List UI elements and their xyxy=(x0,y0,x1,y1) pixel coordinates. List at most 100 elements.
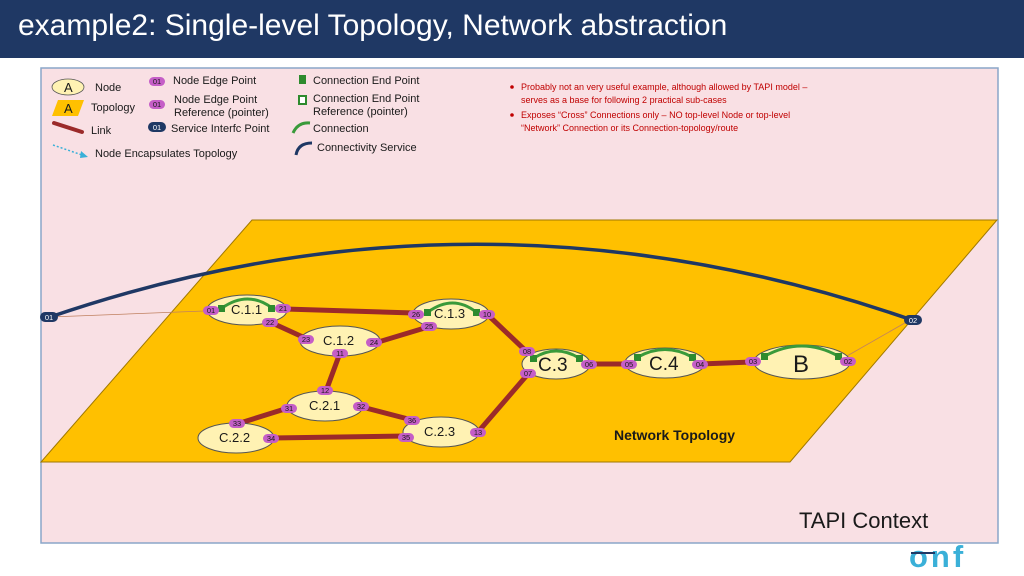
link-c11-c13 xyxy=(282,306,417,316)
svg-text:08: 08 xyxy=(523,347,531,356)
nep-badge[interactable]: 36 xyxy=(404,416,420,425)
link-c12-c21 xyxy=(323,350,343,394)
legend-node-badge: A xyxy=(64,80,73,95)
legend-nepref-label-2: Reference (pointer) xyxy=(174,107,269,119)
onf-logo: onf xyxy=(909,539,966,574)
cep xyxy=(835,353,842,360)
node-label-c22: C.2.2 xyxy=(219,430,250,445)
svg-text:01: 01 xyxy=(45,313,53,322)
link-c22-c23 xyxy=(269,433,409,441)
cep xyxy=(424,309,431,316)
node-label-c3: C.3 xyxy=(538,355,568,376)
nep-badge[interactable]: 31 xyxy=(281,404,297,413)
connection-c4 xyxy=(637,348,693,359)
nep-badge[interactable]: 35 xyxy=(398,433,414,442)
legend: A Node A Topology Link Node Encapsulates… xyxy=(51,75,419,160)
svg-text:25: 25 xyxy=(425,322,433,331)
nep-badge[interactable]: 08 xyxy=(519,347,535,356)
connection-c11 xyxy=(221,297,273,310)
cep xyxy=(530,355,537,362)
legend-link-icon xyxy=(52,121,84,134)
notes: Probably not an very useful example, alt… xyxy=(510,82,807,133)
note-2-line-2: “Network” Connection or its Connection-t… xyxy=(521,123,738,133)
legend-sip-icon xyxy=(148,122,166,132)
cep xyxy=(634,354,641,361)
legend-node-label: Node xyxy=(95,82,121,94)
svg-text:12: 12 xyxy=(321,386,329,395)
svg-text:01: 01 xyxy=(153,77,161,86)
node-label-c12: C.1.2 xyxy=(323,333,354,348)
legend-nep-icon xyxy=(149,77,165,86)
node-label-c21: C.2.1 xyxy=(309,398,340,413)
nep-badge[interactable]: 13 xyxy=(470,428,486,437)
svg-text:22: 22 xyxy=(266,318,274,327)
legend-service-icon xyxy=(294,141,313,156)
tapi-context-label: TAPI Context xyxy=(799,508,928,533)
nep-badge[interactable]: 04 xyxy=(692,360,708,369)
legend-nepref-icon xyxy=(149,100,165,109)
nep-badge[interactable]: 11 xyxy=(332,349,348,358)
svg-text:02: 02 xyxy=(844,357,852,366)
nep-badge[interactable]: 01 xyxy=(203,306,219,315)
svg-text:36: 36 xyxy=(408,416,416,425)
node-label-c11: C.1.1 xyxy=(231,302,262,317)
nep-badge[interactable]: 02 xyxy=(840,357,856,366)
slide-title: example2: Single-level Topology, Network… xyxy=(18,9,728,42)
legend-connection-icon xyxy=(291,121,311,134)
nep-badge[interactable]: 26 xyxy=(408,310,424,319)
legend-nepref-label-1: Node Edge Point xyxy=(174,94,257,106)
nep-badge[interactable]: 07 xyxy=(520,369,536,378)
svg-text:24: 24 xyxy=(370,338,378,347)
encapsulation-line xyxy=(49,309,231,318)
nep-badge[interactable]: 25 xyxy=(421,322,437,331)
encapsulation-line xyxy=(839,319,911,361)
link-c13-c3 xyxy=(485,312,530,355)
nep-badge[interactable]: 32 xyxy=(353,402,369,411)
cep xyxy=(576,355,583,362)
legend-cepref-label-1: Connection End Point xyxy=(313,93,419,105)
nep-badge[interactable]: 24 xyxy=(366,338,382,347)
legend-topology-label: Topology xyxy=(91,102,136,114)
svg-text:35: 35 xyxy=(402,433,410,442)
nep-badge[interactable]: 03 xyxy=(745,357,761,366)
note-2-line-1: Exposes “Cross” Connections only – NO to… xyxy=(521,110,790,120)
nep-badge[interactable]: 21 xyxy=(275,304,291,313)
cep xyxy=(268,305,275,312)
node-label-b: B xyxy=(793,351,809,378)
link-c4-b xyxy=(697,359,755,367)
note-1-line-2: serves as a base for following 2 practic… xyxy=(521,95,727,105)
cep xyxy=(473,309,480,316)
legend-topology-badge: A xyxy=(64,101,73,116)
legend-cep-icon xyxy=(299,75,306,84)
cep xyxy=(689,354,696,361)
node-label-c13: C.1.3 xyxy=(434,306,465,321)
sip-badge-left[interactable]: 01 xyxy=(40,312,58,322)
title-bar: example2: Single-level Topology, Network… xyxy=(0,0,1024,58)
nep-badge[interactable]: 34 xyxy=(263,434,279,443)
bullet-icon xyxy=(510,113,514,117)
onf-logo-text: onf xyxy=(909,539,966,574)
legend-cep-label: Connection End Point xyxy=(313,75,419,87)
svg-text:01: 01 xyxy=(153,123,161,132)
link-c23-c3 xyxy=(475,371,531,435)
legend-link-label: Link xyxy=(91,125,112,137)
node-label-c4: C.4 xyxy=(649,354,679,375)
link-c21-c22 xyxy=(234,405,291,427)
svg-text:31: 31 xyxy=(285,404,293,413)
svg-text:05: 05 xyxy=(625,360,633,369)
svg-text:34: 34 xyxy=(267,434,275,443)
legend-connection-label: Connection xyxy=(313,123,369,135)
nep-badge[interactable]: 12 xyxy=(317,386,333,395)
note-1-line-1: Probably not an very useful example, alt… xyxy=(521,82,807,92)
svg-text:13: 13 xyxy=(474,428,482,437)
svg-text:01: 01 xyxy=(153,100,161,109)
nep-badge[interactable]: 22 xyxy=(262,318,278,327)
nep-badge[interactable]: 06 xyxy=(581,360,597,369)
nep-badge[interactable]: 10 xyxy=(479,310,495,319)
sip-badge-right[interactable]: 02 xyxy=(904,315,922,325)
nep-badge[interactable]: 23 xyxy=(298,335,314,344)
nep-badge[interactable]: 05 xyxy=(621,360,637,369)
legend-cepref-icon xyxy=(298,95,307,105)
nep-badge[interactable]: 33 xyxy=(229,419,245,428)
